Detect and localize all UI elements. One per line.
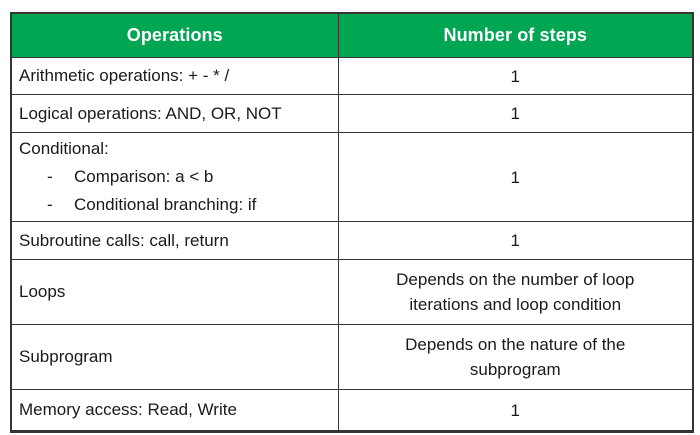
table-row: Arithmetic operations: + - * / 1 [10, 57, 694, 95]
bullet-dash: - [47, 167, 53, 186]
steps-cell: Depends on the number of loop iterations… [337, 259, 694, 325]
table-row: Logical operations: AND, OR, NOT 1 [10, 94, 694, 133]
table-row: Memory access: Read, Write 1 [10, 389, 694, 432]
table-row: Conditional: - Comparison: a < b - Conditi… [10, 132, 694, 222]
operation-cell: Memory access: Read, Write [10, 389, 339, 432]
operation-sub-item: - Comparison: a < b [19, 163, 330, 191]
table-row: Subprogram Depends on the nature of the … [10, 324, 694, 390]
operation-sub-item: - Conditional branching: if [19, 191, 330, 219]
table-row: Loops Depends on the number of loop iter… [10, 259, 694, 325]
operation-cell: Subroutine calls: call, return [10, 221, 339, 260]
steps-cell: 1 [337, 94, 694, 133]
operation-cell: Subprogram [10, 324, 339, 390]
steps-cell: 1 [337, 389, 694, 432]
steps-cell: 1 [337, 221, 694, 260]
operation-label: Conditional: [19, 139, 109, 158]
column-header-operations: Operations [10, 12, 339, 58]
sub-item-label: Conditional branching: if [74, 195, 257, 214]
operation-cell: Conditional: - Comparison: a < b - Conditi… [10, 132, 339, 222]
steps-cell: Depends on the nature of the subprogram [337, 324, 694, 390]
steps-cell: 1 [337, 57, 694, 95]
steps-cell: 1 [337, 132, 694, 222]
operation-cell: Arithmetic operations: + - * / [10, 57, 339, 95]
operations-steps-table: Operations Number of steps Arithmetic op… [10, 12, 694, 433]
table-header-row: Operations Number of steps [10, 12, 694, 58]
bullet-dash: - [47, 195, 53, 214]
operation-cell: Logical operations: AND, OR, NOT [10, 94, 339, 133]
column-header-number-of-steps: Number of steps [337, 12, 694, 58]
table-row: Subroutine calls: call, return 1 [10, 221, 694, 260]
sub-item-label: Comparison: a < b [74, 167, 214, 186]
operation-cell: Loops [10, 259, 339, 325]
